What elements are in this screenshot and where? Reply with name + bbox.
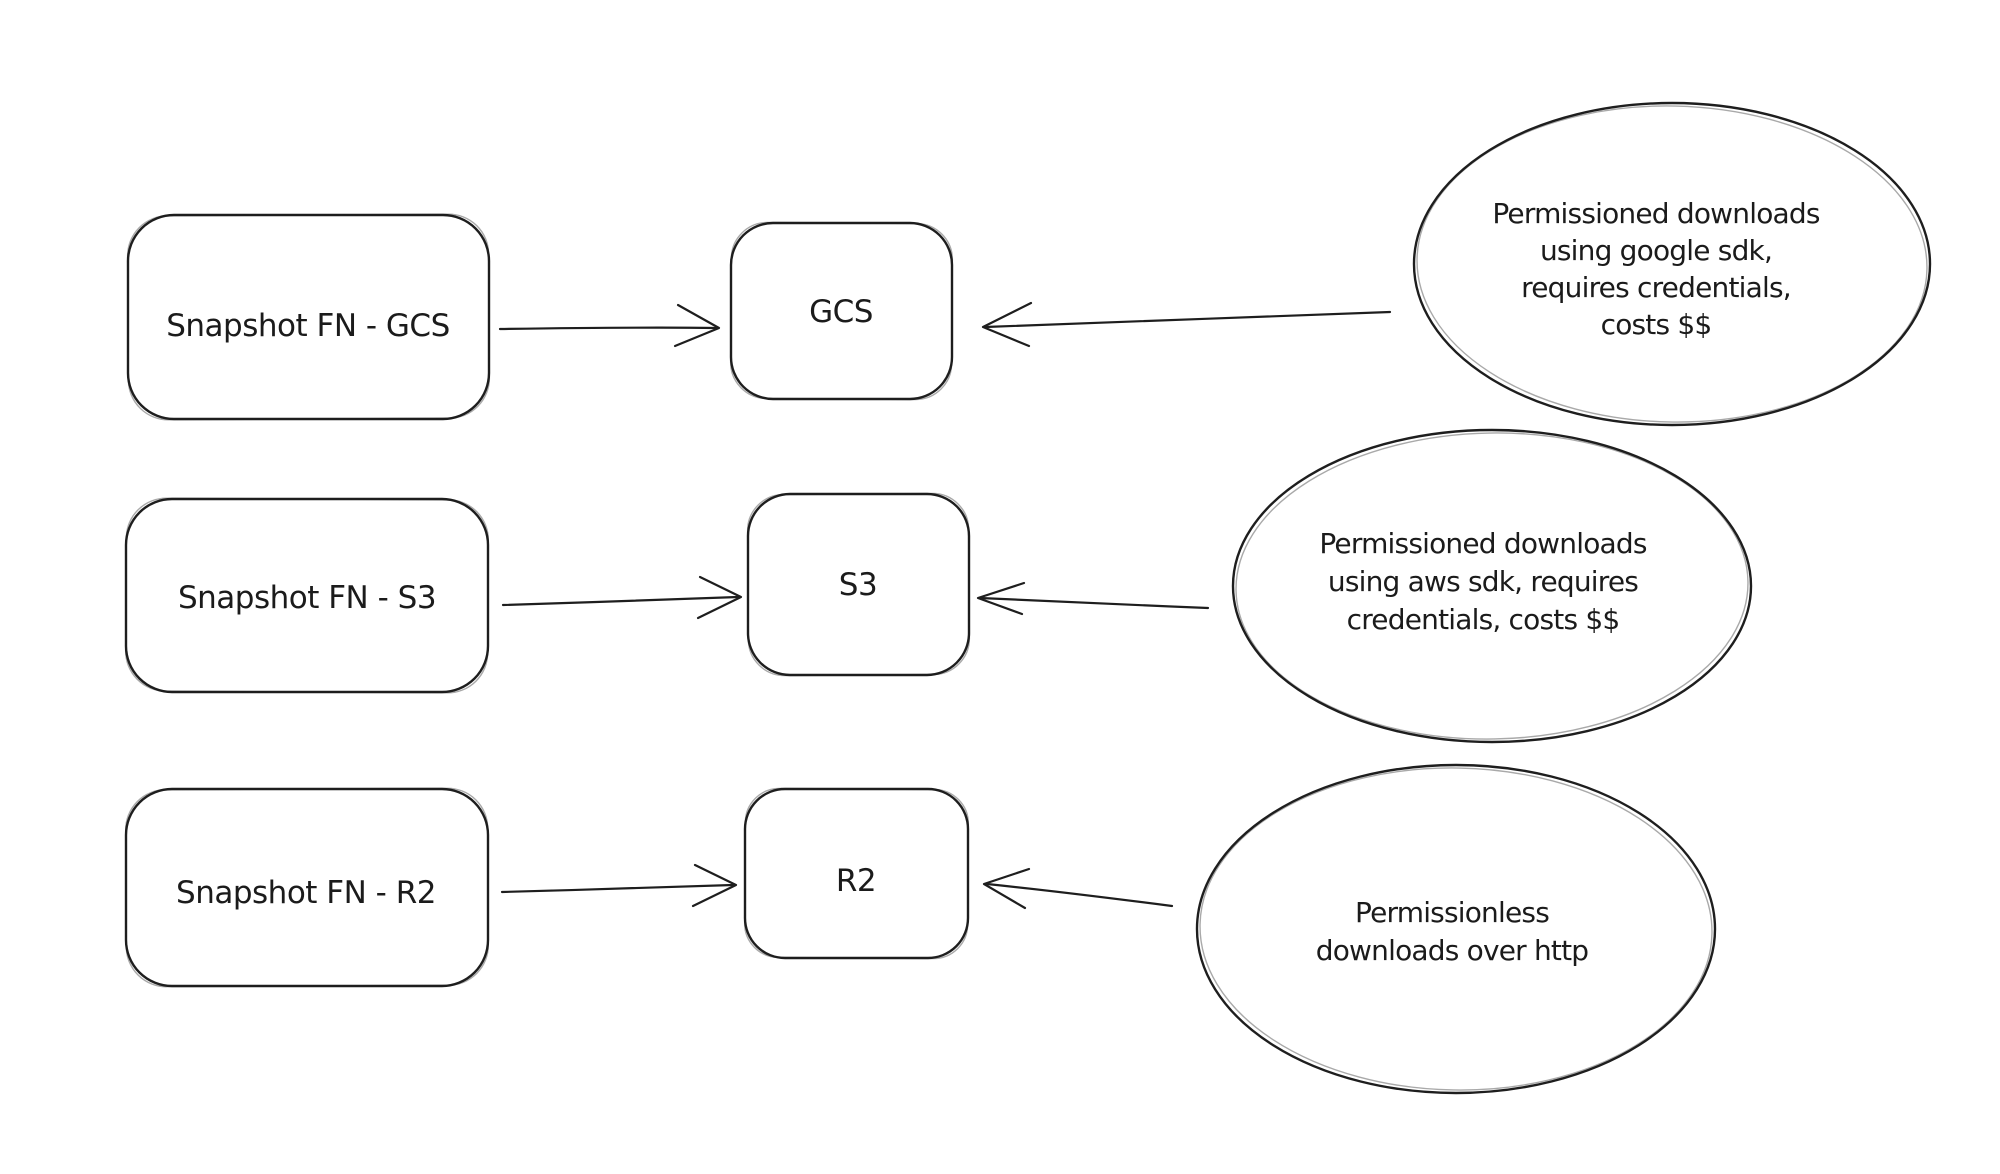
- arrow-snapshot-to-s3[interactable]: [501, 575, 743, 620]
- flow-row-gcs: Snapshot FN - GCS GCS Permissioned downl…: [126, 101, 1932, 428]
- flow-row-r2: Snapshot FN - R2 R2 Permissionless downl…: [124, 763, 1717, 1095]
- node-label-gcs: GCS: [809, 294, 873, 330]
- node-label-r2: R2: [836, 863, 876, 899]
- arrow-snapshot-to-r2[interactable]: [500, 863, 738, 908]
- note-line: Permissionless: [1355, 896, 1549, 929]
- arrow-note-to-gcs[interactable]: [981, 301, 1392, 348]
- arrow-note-to-r2[interactable]: [982, 867, 1174, 910]
- note-line: Permissioned downloads: [1492, 197, 1820, 230]
- note-line: Permissioned downloads: [1319, 527, 1647, 560]
- node-label-snapshot-fn-r2: Snapshot FN - R2: [176, 875, 436, 911]
- note-line: downloads over http: [1316, 934, 1589, 967]
- node-label-snapshot-fn-s3: Snapshot FN - S3: [178, 580, 436, 616]
- node-gcs[interactable]: GCS: [729, 221, 954, 401]
- node-snapshot-fn-r2[interactable]: Snapshot FN - R2: [124, 787, 490, 988]
- arrow-note-to-s3[interactable]: [976, 581, 1210, 616]
- note-line: using google sdk,: [1540, 234, 1772, 267]
- note-gcs-permissioned-downloads[interactable]: Permissioned downloads using google sdk,…: [1412, 101, 1932, 428]
- note-s3-permissioned-downloads[interactable]: Permissioned downloads using aws sdk, re…: [1231, 428, 1753, 744]
- note-line: using aws sdk, requires: [1328, 565, 1638, 598]
- flow-row-s3: Snapshot FN - S3 S3 Permissioned downloa…: [124, 428, 1753, 744]
- note-line: costs $$: [1601, 308, 1712, 341]
- node-label-s3: S3: [839, 567, 877, 603]
- note-line: credentials, costs $$: [1347, 603, 1620, 636]
- node-snapshot-fn-gcs[interactable]: Snapshot FN - GCS: [126, 213, 491, 421]
- node-s3[interactable]: S3: [746, 492, 971, 677]
- note-r2-permissionless-downloads[interactable]: Permissionless downloads over http: [1195, 763, 1717, 1095]
- note-line: requires credentials,: [1521, 271, 1791, 304]
- arrow-snapshot-to-gcs[interactable]: [498, 303, 721, 348]
- node-snapshot-fn-s3[interactable]: Snapshot FN - S3: [124, 497, 490, 694]
- node-label-snapshot-fn-gcs: Snapshot FN - GCS: [166, 308, 450, 344]
- node-r2[interactable]: R2: [743, 787, 970, 960]
